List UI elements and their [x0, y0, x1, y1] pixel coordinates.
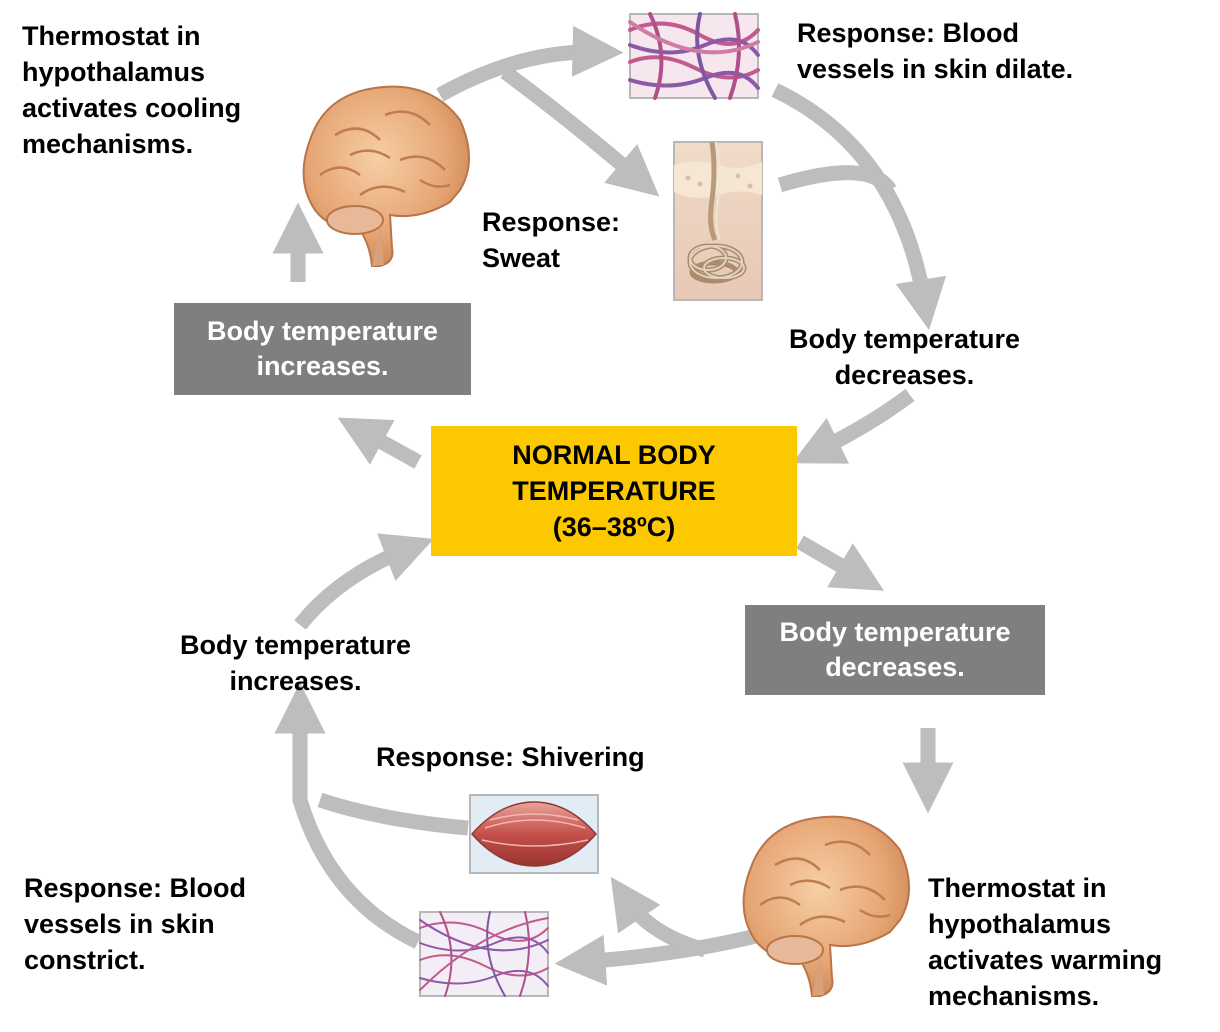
thermostat-cooling-line-4: mechanisms.: [22, 129, 194, 159]
temp-decreases-line-2: decreases.: [834, 360, 975, 390]
thermostat-warming-line-1: Thermostat in: [928, 873, 1107, 903]
stimulus-box-decreases: Body temperature decreases.: [745, 605, 1045, 695]
sweat-gland-icon: [673, 141, 763, 301]
arrow-brain-to-muscle: [610, 876, 708, 958]
arrow-to-center-top-right: [792, 388, 915, 464]
response-dilate-line-2: vessels in skin dilate.: [797, 54, 1074, 84]
thermostat-cooling-line-2: hypothalamus: [22, 57, 206, 87]
response-sweat-line-2: Sweat: [482, 243, 561, 273]
brain-icon: [742, 815, 910, 997]
arrow-brain-to-vessels: [436, 25, 624, 102]
center-line-1: NORMAL BODY: [512, 440, 716, 470]
response-vessels-dilate-label: Response: Blood vessels in skin dilate.: [797, 15, 1073, 87]
center-line-3: (36–38ºC): [552, 512, 676, 542]
arrow-center-to-decrease: [796, 535, 885, 591]
thermostat-cooling-line-1: Thermostat in: [22, 21, 201, 51]
arrow-vessels-to-decrease: [771, 83, 947, 331]
blood-vessels-icon: [419, 911, 549, 997]
response-shivering-text: Response: Shivering: [376, 742, 645, 772]
thermostat-cooling-label: Thermostat in hypothalamus activates coo…: [22, 18, 241, 162]
warming-loop-arrows: [274, 533, 954, 986]
normal-body-temperature-box: NORMAL BODY TEMPERATURE (36–38ºC): [431, 426, 797, 556]
response-constrict-line-3: constrict.: [24, 945, 146, 975]
stimulus-increases-line-2: increases.: [256, 351, 389, 381]
muscle-icon: [469, 794, 599, 874]
brain-icon: [302, 85, 470, 267]
arrow-center-to-increase: [337, 417, 422, 469]
stimulus-increases-line-1: Body temperature: [206, 316, 439, 346]
thermostat-warming-label: Thermostat in hypothalamus activates war…: [928, 870, 1162, 1014]
stimulus-box-increases: Body temperature increases.: [174, 303, 471, 395]
response-constrict-line-2: vessels in skin: [24, 909, 215, 939]
response-sweat-line-1: Response:: [482, 207, 621, 237]
arrow-brain-to-sweat: [500, 65, 660, 197]
temp-increases-label: Body temperature increases.: [158, 627, 433, 699]
thermostat-warming-line-4: mechanisms.: [928, 981, 1100, 1011]
response-shivering-label: Response: Shivering: [376, 739, 645, 775]
response-sweat-label: Response: Sweat: [482, 204, 620, 276]
cooling-loop-arrows: [272, 25, 947, 469]
thermostat-cooling-line-3: activates cooling: [22, 93, 242, 123]
response-vessels-constrict-label: Response: Blood vessels in skin constric…: [24, 870, 246, 978]
arrow-to-center-bottom-left: [294, 533, 434, 630]
stimulus-decreases-line-2: decreases.: [825, 652, 965, 682]
arrow-sweat-join: [777, 165, 897, 195]
temp-increases-line-2: increases.: [229, 666, 362, 696]
blood-vessels-icon: [628, 12, 760, 100]
temp-decreases-label: Body temperature decreases.: [767, 321, 1042, 393]
arrow-brain-to-vessels-bottom: [554, 927, 762, 986]
stimulus-decreases-line-1: Body temperature: [779, 617, 1011, 647]
response-dilate-line-1: Response: Blood: [797, 18, 1020, 48]
thermostat-warming-line-3: activates warming: [928, 945, 1163, 975]
temp-increases-line-1: Body temperature: [179, 630, 412, 660]
temp-decreases-line-1: Body temperature: [788, 324, 1021, 354]
center-line-2: TEMPERATURE: [512, 476, 716, 506]
arrow-muscle-join: [317, 792, 469, 836]
arrow-vessels-to-increase: [274, 682, 422, 949]
response-constrict-line-1: Response: Blood: [24, 873, 247, 903]
thermostat-warming-line-2: hypothalamus: [928, 909, 1112, 939]
